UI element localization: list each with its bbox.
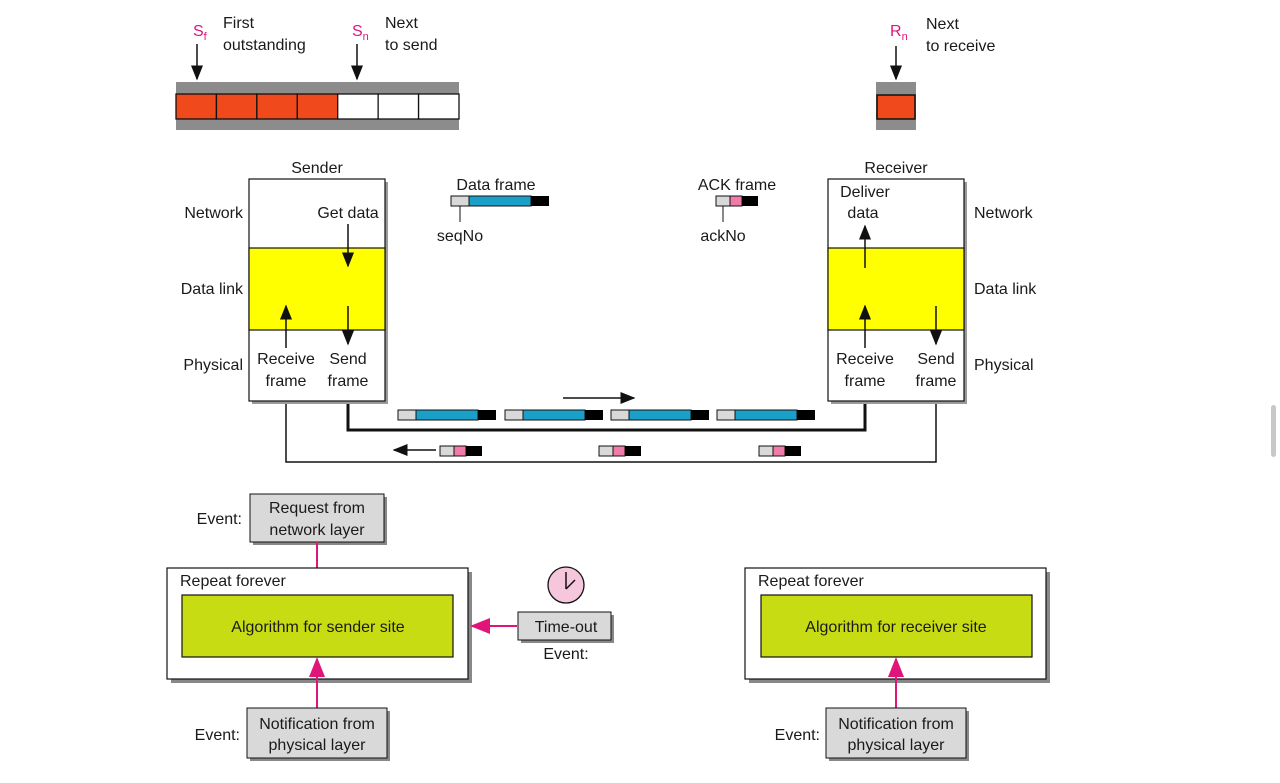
sender-receive-frame-1: Receive xyxy=(257,351,315,368)
sendable-frame-slot xyxy=(377,93,420,120)
clock-hand-hour xyxy=(565,579,576,590)
data-frame-trailer xyxy=(531,196,549,206)
data-frame xyxy=(397,409,496,421)
ack-link-line xyxy=(285,404,937,463)
rn-symbol: Rn xyxy=(890,23,908,43)
sender-request-event-label: Event: xyxy=(197,511,242,528)
outstanding-frame-slot xyxy=(256,93,298,120)
sender-stack: Sender Network Data link Physical Get da… xyxy=(181,160,388,404)
data-frame-label: Data frame xyxy=(456,177,535,194)
sender-notif-line2: physical layer xyxy=(269,737,367,754)
outstanding-frame-slot xyxy=(215,93,258,120)
request-event-box xyxy=(249,493,385,543)
receiver-physical-label: Physical xyxy=(974,357,1034,374)
request-line2: network layer xyxy=(269,522,365,539)
receiver-notif-event-label: Event: xyxy=(775,727,820,744)
sender-window-slots xyxy=(175,93,460,120)
receiver-receive-frame-2: frame xyxy=(845,373,886,390)
sn-label-line1: Next xyxy=(385,15,418,32)
timeout-event-box xyxy=(517,611,612,641)
sender-notif-line1: Notification from xyxy=(259,716,375,733)
rn-label-line2: to receive xyxy=(926,38,995,55)
rn-label-line1: Next xyxy=(926,16,959,33)
ack-frame-label: ACK frame xyxy=(698,177,776,194)
data-frame-payload xyxy=(468,195,532,207)
deliver-data-1: Deliver xyxy=(840,184,890,201)
receiver-algorithm-name: Algorithm for receiver site xyxy=(805,619,986,636)
sn-label-line2: to send xyxy=(385,37,437,54)
sendable-frame-slot xyxy=(417,93,460,120)
sender-send-frame-2: frame xyxy=(328,373,369,390)
sender-algorithm-name: Algorithm for sender site xyxy=(231,619,405,636)
ackno-label: ackNo xyxy=(700,228,745,245)
sender-repeat-label: Repeat forever xyxy=(180,573,287,590)
receiver-send-frame-2: frame xyxy=(916,373,957,390)
data-frame-seqno-field xyxy=(450,195,470,207)
receiver-notif-event-box xyxy=(825,707,967,759)
sender-datalink-layer xyxy=(248,247,386,331)
sender-physical-label: Physical xyxy=(183,357,243,374)
sf-label-line1: First xyxy=(223,15,255,32)
sf-symbol: Sf xyxy=(193,23,208,43)
physical-links xyxy=(285,392,937,463)
get-data-label: Get data xyxy=(317,205,378,222)
ack-frame xyxy=(598,445,641,457)
receiver-receive-frame-1: Receive xyxy=(836,351,894,368)
sender-title: Sender xyxy=(291,160,343,177)
ack-frame-ackno-field xyxy=(715,195,731,207)
sender-datalink-label: Data link xyxy=(181,281,244,298)
receiver-window: Rn Next to receive xyxy=(876,16,995,130)
outstanding-frame-slot xyxy=(175,93,218,120)
data-frame xyxy=(716,409,815,421)
receiver-stack: Receiver Network Data link Physical Deli… xyxy=(827,160,1037,404)
ack-frame-body xyxy=(729,195,743,207)
sender-window: Sf First outstanding Sn Next to send xyxy=(175,15,460,130)
ack-frame xyxy=(439,445,482,457)
data-link-line xyxy=(346,404,867,432)
ack-frame xyxy=(758,445,801,457)
timeout-event-label: Event: xyxy=(543,646,588,663)
scrollbar-track[interactable] xyxy=(1266,0,1280,778)
receiver-datalink-layer xyxy=(827,247,965,331)
deliver-data-2: data xyxy=(847,205,878,222)
frame-legend: Data frame seqNo ACK frame ackNo xyxy=(437,177,776,245)
outstanding-frame-slot xyxy=(296,93,339,120)
data-frame xyxy=(504,409,603,421)
sender-algorithm-box xyxy=(181,594,454,658)
receiver-algorithm-box xyxy=(760,594,1033,658)
receiver-datalink-label: Data link xyxy=(974,281,1037,298)
sender-send-frame-1: Send xyxy=(329,351,366,368)
receiver-network-label: Network xyxy=(974,205,1034,222)
data-frame xyxy=(610,409,709,421)
receiver-title: Receiver xyxy=(864,160,928,177)
sender-algorithm: Event: Request from network layer Repeat… xyxy=(166,493,614,761)
sender-receive-frame-2: frame xyxy=(266,373,307,390)
sf-label-line2: outstanding xyxy=(223,37,306,54)
request-line1: Request from xyxy=(269,500,365,517)
sender-notif-event-label: Event: xyxy=(195,727,240,744)
receiver-algorithm: Repeat forever Algorithm for receiver si… xyxy=(744,567,1050,761)
sender-network-label: Network xyxy=(184,205,244,222)
sendable-frame-slot xyxy=(337,93,379,120)
seqno-label: seqNo xyxy=(437,228,483,245)
receiver-send-frame-1: Send xyxy=(917,351,954,368)
receiver-notif-line1: Notification from xyxy=(838,716,954,733)
sender-notif-event-box xyxy=(246,707,388,759)
ack-frame-trailer xyxy=(742,196,758,206)
scrollbar-thumb[interactable] xyxy=(1271,405,1276,457)
sn-symbol: Sn xyxy=(352,23,369,43)
receiver-window-slot xyxy=(876,94,916,120)
timeout-label: Time-out xyxy=(535,619,598,636)
receiver-notif-line2: physical layer xyxy=(848,737,946,754)
receiver-repeat-label: Repeat forever xyxy=(758,573,865,590)
